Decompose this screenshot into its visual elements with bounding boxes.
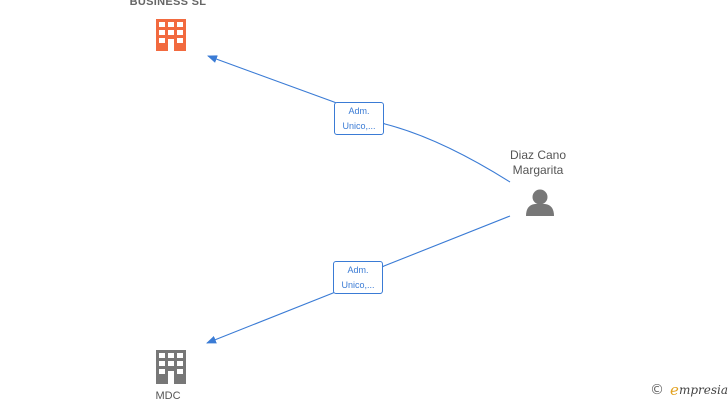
brand-logo-letter: e bbox=[670, 381, 679, 399]
copyright-icon: © bbox=[650, 382, 665, 398]
edge-person-to-business-sl bbox=[207, 55, 511, 183]
edge-label-top-detail: Unico,... bbox=[342, 121, 376, 131]
person-icon[interactable] bbox=[526, 189, 554, 217]
person-name-line2: Margarita bbox=[512, 163, 564, 177]
edge-label-bottom-role: Adm. bbox=[347, 265, 369, 275]
building-icon-business-sl[interactable] bbox=[156, 19, 186, 51]
edge-label-bottom[interactable]: Adm. Unico,... bbox=[333, 261, 383, 294]
company-name-business-sl[interactable]: BUSINESS SL bbox=[129, 0, 207, 8]
footer-brand: © e mpresia bbox=[650, 380, 728, 400]
person-name[interactable]: Diaz Cano Margarita bbox=[478, 148, 598, 178]
person-name-line1: Diaz Cano bbox=[509, 148, 567, 162]
company-name-mdc[interactable]: MDC bbox=[155, 390, 181, 402]
brand-logo-text: mpresia bbox=[678, 383, 728, 397]
building-icon-mdc[interactable] bbox=[156, 350, 186, 384]
edge-label-top-role: Adm. bbox=[348, 106, 370, 116]
edge-label-top[interactable]: Adm. Unico,... bbox=[334, 102, 384, 135]
edge-label-bottom-detail: Unico,... bbox=[341, 280, 375, 290]
